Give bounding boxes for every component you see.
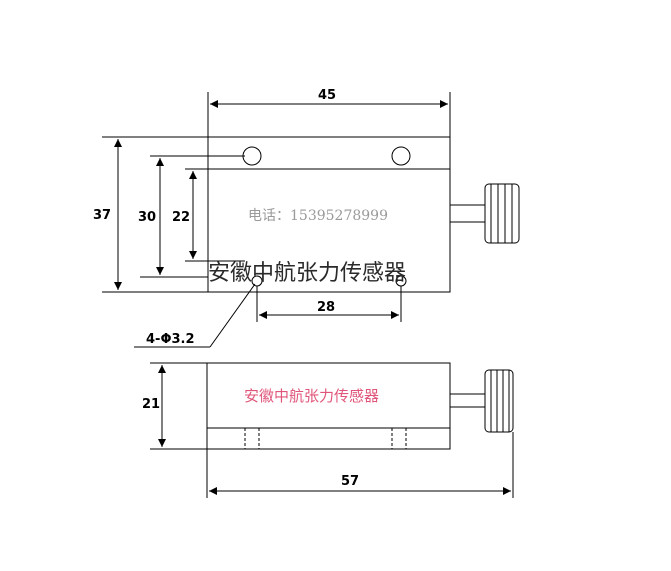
dim-inner-v: 22	[172, 210, 190, 225]
top-view: 45 37 30 22 电话：15395278999 28 4-Φ3.2 安徽中…	[93, 88, 520, 348]
phone-text: 电话：15395278999	[248, 208, 388, 224]
dim-hole-span-h: 28	[317, 300, 335, 315]
top-view-body	[207, 136, 451, 293]
side-view-body	[206, 362, 451, 450]
hole-spec-label: 4-Φ3.2	[146, 332, 195, 347]
dim-hole-span-v: 30	[138, 210, 156, 225]
brand-label: 安徽中航张力传感器	[244, 387, 379, 405]
watermark-text: 安徽中航张力传感器	[208, 261, 406, 286]
hole-spec-leader	[209, 283, 256, 348]
adjust-knob-side	[484, 369, 514, 433]
dim-top-width: 45	[318, 88, 336, 103]
dim-side-height: 21	[142, 397, 160, 412]
dim-overall-length: 57	[341, 474, 359, 489]
side-view: 安徽中航张力传感器 21 57	[142, 362, 514, 498]
mounting-hole-top-right	[391, 146, 411, 166]
adjust-knob-top	[484, 183, 520, 244]
mounting-hole-top-left	[242, 146, 262, 166]
dim-height-total: 37	[93, 208, 111, 223]
